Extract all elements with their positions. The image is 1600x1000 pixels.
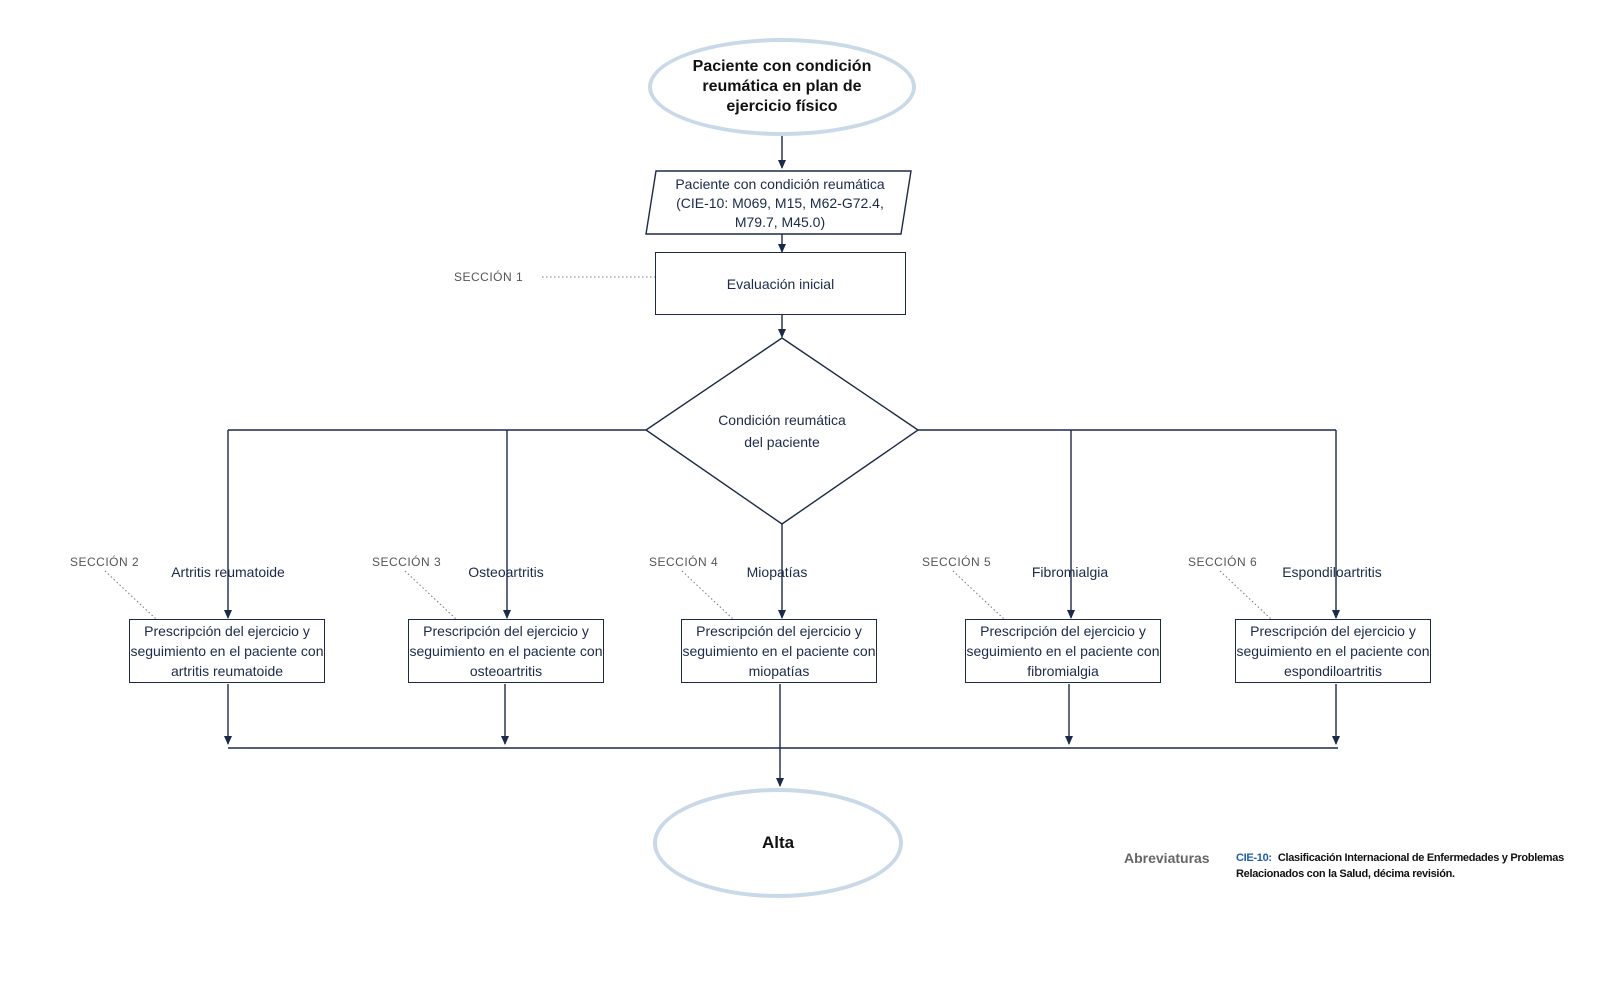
input-label-wrap: Paciente con condición reumática (CIE-10… [664, 172, 896, 234]
input-label: Paciente con condición reumática (CIE-10… [675, 175, 885, 230]
prescription-label-5: Prescripción del ejercicio y seguimiento… [1236, 623, 1430, 679]
condition-label-1: Artritis reumatoide [171, 564, 285, 580]
decision-label: Condición reumática del paciente [692, 409, 872, 453]
prescription-box-4: Prescripción del ejercicio y seguimiento… [965, 619, 1161, 683]
evaluation-box: Evaluación inicial [655, 252, 906, 315]
prescription-box-1: Prescripción del ejercicio y seguimiento… [129, 619, 325, 683]
section-2-leader [104, 570, 158, 621]
start-label: Paciente con condición reumática en plan… [692, 58, 872, 115]
decision-line-2: del paciente [744, 434, 820, 450]
prescription-label-1: Prescripción del ejercicio y seguimiento… [130, 623, 324, 679]
prescription-label-4: Prescripción del ejercicio y seguimiento… [966, 623, 1160, 679]
section-1-label: SECCIÓN 1 [454, 270, 524, 284]
section-2-label: SECCIÓN 2 [70, 555, 140, 569]
end-label: Alta [761, 833, 795, 852]
prescription-box-2: Prescripción del ejercicio y seguimiento… [408, 619, 604, 683]
abbreviation-key: CIE-10: [1236, 852, 1272, 864]
start-ellipse: Paciente con condición reumática en plan… [648, 38, 916, 136]
abbreviations-title: Abreviaturas [1124, 850, 1210, 866]
section-6-label: SECCIÓN 6 [1188, 555, 1258, 569]
prescription-box-3: Prescripción del ejercicio y seguimiento… [681, 619, 877, 683]
section-4-leader [681, 570, 735, 621]
condition-label-4: Fibromialgia [1031, 564, 1109, 580]
evaluation-label: Evaluación inicial [726, 275, 835, 292]
end-ellipse: Alta [653, 788, 903, 898]
section-6-leader [1219, 570, 1273, 621]
condition-label-2: Osteoartritis [468, 564, 544, 580]
prescription-label-2: Prescripción del ejercicio y seguimiento… [409, 623, 603, 679]
section-5-leader [952, 570, 1006, 621]
section-5-label: SECCIÓN 5 [922, 555, 992, 569]
decision-line-1: Condición reumática [718, 412, 846, 428]
prescription-box-5: Prescripción del ejercicio y seguimiento… [1235, 619, 1431, 683]
input-parallelogram [645, 170, 912, 235]
abbreviations-definition: CIE-10:Clasificación Internacional de En… [1236, 850, 1576, 882]
prescription-label-3: Prescripción del ejercicio y seguimiento… [682, 623, 876, 679]
condition-label-5: Espondiloartritis [1282, 564, 1382, 580]
condition-label-3: Miopatías [746, 564, 808, 580]
section-4-label: SECCIÓN 4 [649, 555, 719, 569]
section-3-leader [404, 570, 458, 621]
section-3-label: SECCIÓN 3 [372, 555, 442, 569]
abbreviation-text: Clasificación Internacional de Enfermeda… [1236, 852, 1564, 880]
